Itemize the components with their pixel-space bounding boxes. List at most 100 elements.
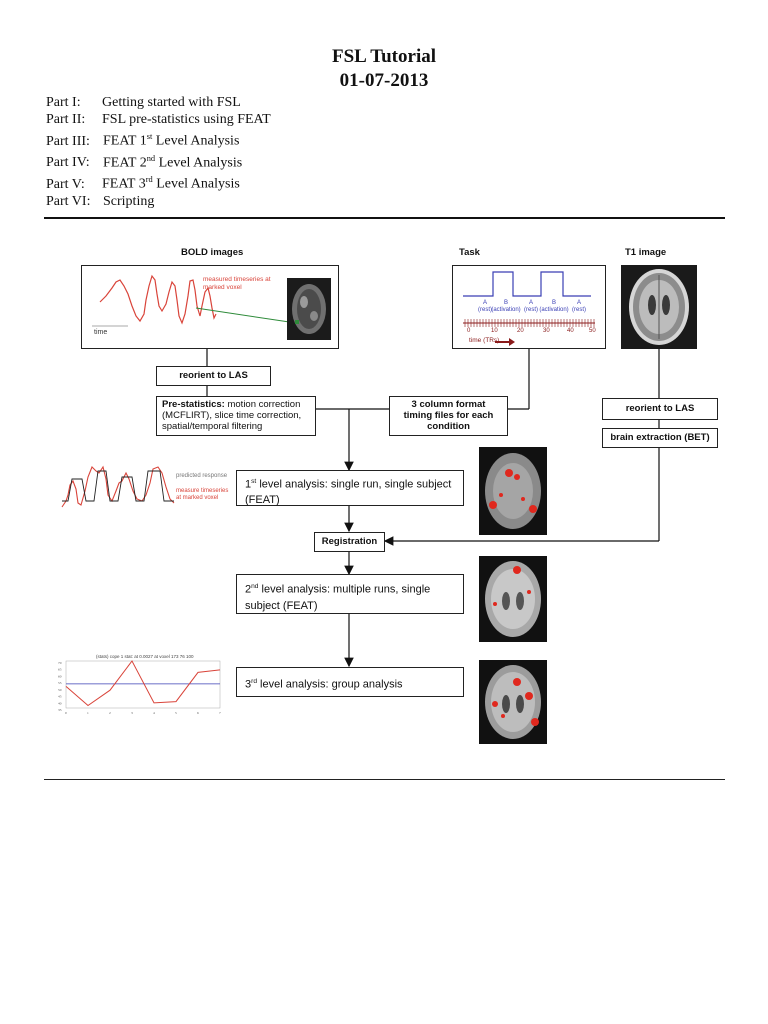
bold-timeseries-plot bbox=[92, 274, 331, 340]
group-plot-xtick: 0 bbox=[65, 711, 67, 715]
time-axis-label: time bbox=[94, 329, 108, 336]
group-plot-ytick: 60 bbox=[58, 674, 62, 678]
toc-text: FEAT 3 bbox=[102, 176, 146, 192]
block-letter: B bbox=[503, 300, 508, 306]
prestats-detail: motion correction (MCFLIRT), slice time … bbox=[162, 399, 302, 432]
block-letter: B bbox=[551, 300, 556, 306]
block-state: (activation) bbox=[539, 307, 569, 313]
block-letter: A bbox=[482, 300, 487, 306]
prestats-heading: Pre-statistics: bbox=[162, 399, 225, 410]
toc-sup: nd bbox=[146, 153, 156, 163]
task-design-panel: A(rest) B(activation) A(rest) B(activati… bbox=[452, 265, 606, 349]
group-plot-ytick: 65 bbox=[58, 668, 62, 672]
level3-analysis-box: 3rd level analysis: group analysis bbox=[236, 667, 464, 697]
toc-sup: rd bbox=[145, 175, 153, 185]
task-tick: 50 bbox=[589, 328, 596, 334]
level1-analysis-box: 1st level analysis: single run, single s… bbox=[236, 470, 464, 506]
predicted-response-label: predicted response bbox=[176, 473, 228, 479]
task-time-label: time (TRs) bbox=[469, 337, 500, 344]
group-plot-xtick: 3 bbox=[131, 711, 133, 715]
group-plot-xtick: 7 bbox=[219, 711, 221, 715]
top-divider bbox=[44, 217, 725, 219]
level3-sup: rd bbox=[251, 678, 257, 685]
toc-item: Part III:FEAT 1st Level Analysis bbox=[46, 128, 271, 150]
toc-part: Part I: bbox=[46, 95, 81, 110]
timing-files-box: 3 column format timing files for each co… bbox=[389, 396, 508, 436]
task-tick: 40 bbox=[567, 328, 574, 334]
group-plot-ytick: 45 bbox=[58, 695, 62, 699]
task-tick: 20 bbox=[517, 328, 524, 334]
level3-text: level analysis: group analysis bbox=[257, 678, 403, 691]
toc-item: Part I: Getting started with FSL bbox=[46, 94, 271, 111]
toc-text: Scripting bbox=[103, 193, 155, 209]
toc-item: Part VI: Scripting bbox=[46, 193, 271, 210]
toc-text: FEAT 2 bbox=[103, 155, 147, 171]
t1-brain-image bbox=[621, 265, 697, 349]
block-state: (rest) bbox=[572, 307, 586, 313]
task-tick: 10 bbox=[491, 328, 498, 334]
group-plot-ytick: 40 bbox=[58, 701, 62, 705]
task-block-a-1: A(rest) bbox=[477, 300, 493, 314]
group-plot-ytick: 35 bbox=[58, 708, 62, 712]
block-state: (rest) bbox=[478, 307, 492, 313]
group-plot-title: (stats) cope 1 stat: at 0.0027 at voxel … bbox=[96, 654, 194, 659]
toc-item: Part V: FEAT 3rd Level Analysis bbox=[46, 171, 271, 193]
level2-text: level analysis: multiple runs, single su… bbox=[245, 583, 431, 612]
toc-part: Part IV: bbox=[46, 155, 90, 171]
group-plot-xtick: 2 bbox=[109, 711, 111, 715]
level1-number: 1 bbox=[245, 478, 252, 491]
toc-item: Part II: FSL pre-statistics using FEAT bbox=[46, 111, 271, 128]
brain-extraction-box: brain extraction (BET) bbox=[602, 428, 718, 448]
task-tick: 0 bbox=[467, 328, 471, 334]
task-block-b-2: B(activation) bbox=[539, 300, 569, 314]
block-letter: A bbox=[528, 300, 533, 306]
bold-images-label: BOLD images bbox=[181, 247, 244, 258]
predicted-response-plot bbox=[61, 465, 175, 508]
task-block-a-3: A(rest) bbox=[571, 300, 587, 314]
level2-sup: nd bbox=[251, 583, 259, 590]
block-letter: A bbox=[576, 300, 581, 306]
block-state: (activation) bbox=[491, 307, 521, 313]
bottom-divider bbox=[44, 779, 725, 780]
timeseries-annotation: measured timeseries at marked voxel bbox=[203, 276, 271, 291]
toc-text-rest: Level Analysis bbox=[152, 133, 240, 149]
toc-part: Part V: bbox=[46, 176, 85, 192]
toc-text: Getting started with FSL bbox=[102, 95, 241, 110]
level1-sup: st bbox=[251, 478, 257, 485]
toc-text-rest: Level Analysis bbox=[155, 155, 243, 171]
task-block-a-2: A(rest) bbox=[523, 300, 539, 314]
toc-item: Part IV: FEAT 2nd Level Analysis bbox=[46, 150, 271, 172]
group-plot-xtick: 1 bbox=[87, 711, 89, 715]
level2-number: 2 bbox=[245, 583, 252, 596]
group-plot-ytick: 70 bbox=[58, 661, 62, 665]
measured-timeseries-label: measure timeseries at marked voxel bbox=[176, 488, 229, 501]
reorient-bold-box: reorient to LAS bbox=[156, 366, 271, 386]
t1-image-label: T1 image bbox=[625, 247, 667, 258]
prestatistics-box: Pre-statistics: motion correction (MCFLI… bbox=[156, 396, 316, 436]
toc-part: Part III: bbox=[46, 133, 90, 149]
toc-part: Part VI: bbox=[46, 193, 91, 209]
task-tick: 30 bbox=[543, 328, 550, 334]
table-of-contents: Part I: Getting started with FSL Part II:… bbox=[46, 94, 271, 210]
group-plot-ytick: 55 bbox=[58, 681, 62, 685]
group-data-line bbox=[65, 660, 221, 707]
document-date: 01-07-2013 bbox=[339, 70, 429, 91]
toc-text: FSL pre-statistics using FEAT bbox=[102, 112, 271, 127]
toc-part: Part II: bbox=[46, 112, 86, 127]
task-block-plot bbox=[463, 271, 595, 346]
level1-text: level analysis: single run, single subje… bbox=[245, 478, 452, 506]
reorient-t1-box: reorient to LAS bbox=[602, 398, 718, 420]
level3-activation-map bbox=[479, 660, 547, 744]
document-title: FSL Tutorial bbox=[331, 46, 437, 67]
level1-activation-map bbox=[479, 447, 547, 535]
task-label: Task bbox=[459, 247, 480, 258]
group-plot-xtick: 4 bbox=[153, 711, 155, 715]
toc-text-rest: Level Analysis bbox=[152, 176, 240, 192]
group-plot-ytick: 50 bbox=[58, 688, 62, 692]
bold-images-panel: measured timeseries at marked voxel time bbox=[81, 265, 339, 349]
level2-activation-map bbox=[479, 556, 547, 642]
task-block-b-1: B(activation) bbox=[491, 300, 521, 314]
